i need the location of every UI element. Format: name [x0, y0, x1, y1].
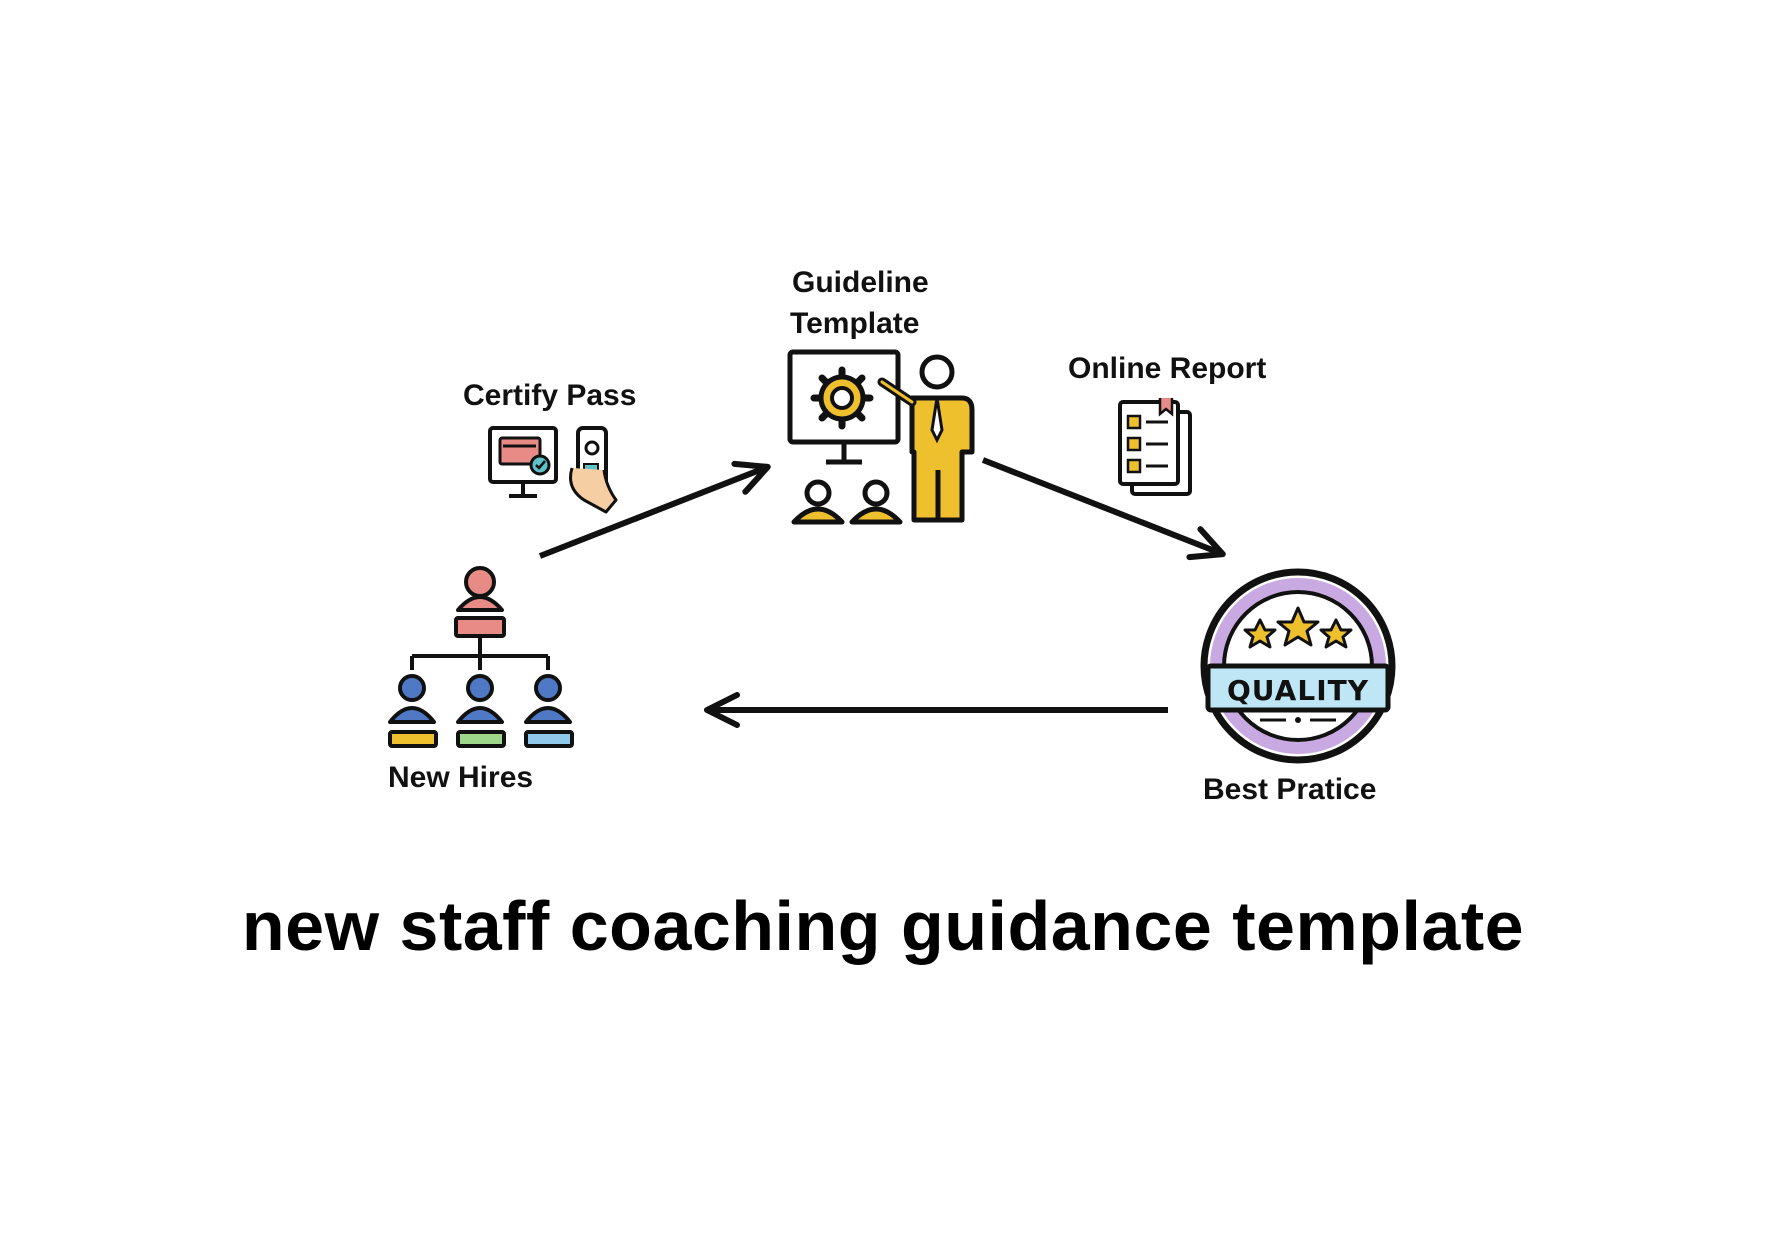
arrow-newhires-to-guideline: [538, 460, 771, 559]
monitor-phone-certificate-icon: [488, 426, 618, 514]
online-report-label: Online Report: [1068, 352, 1267, 385]
guideline-label-line1: Guideline: [792, 266, 929, 299]
quality-badge-icon: [1200, 568, 1396, 764]
checklist-document-icon: [1118, 398, 1192, 496]
new-hires-label: New Hires: [388, 761, 534, 794]
arrow-guideline-to-bestpractice: [981, 457, 1226, 561]
diagram-title: new staff coaching guidance template: [241, 887, 1525, 965]
guideline-label-line2: Template: [790, 307, 920, 340]
quality-badge-text: QUALITY: [1227, 674, 1369, 707]
org-chart-people-icon: [388, 566, 574, 748]
certify-pass-label: Certify Pass: [463, 379, 637, 412]
presentation-gear-icon: [787, 349, 975, 525]
best-practice-label: Best Pratice: [1203, 773, 1377, 806]
